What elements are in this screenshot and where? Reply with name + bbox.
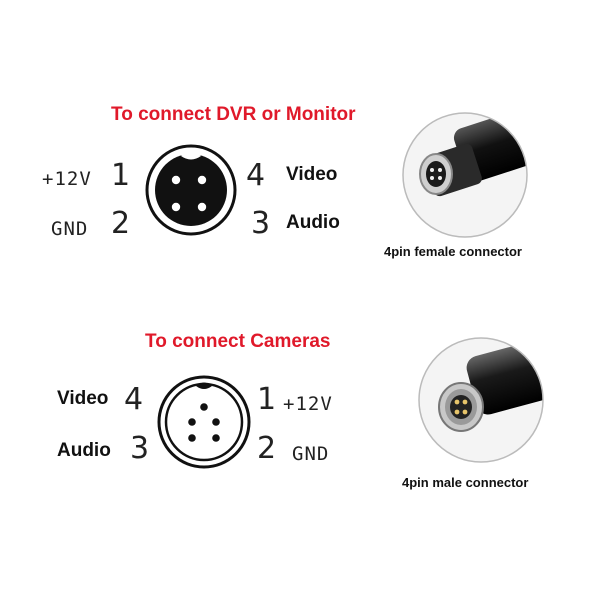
male-pin-bottom-left <box>188 434 196 442</box>
male-connector-caption: 4pin male connector <box>402 475 529 490</box>
top-pin2-label: GND <box>51 218 89 240</box>
top-pin4-number: 4 <box>246 158 266 193</box>
top-pin3-label: Audio <box>286 212 340 233</box>
male-connector-photo-icon <box>418 337 544 463</box>
male-key-tab <box>196 382 212 389</box>
top-pin1-label: +12V <box>42 168 92 190</box>
male-pin-left <box>188 418 196 426</box>
male-pin-right <box>212 418 220 426</box>
female-connector-photo-icon <box>402 112 528 238</box>
top-section-title: To connect DVR or Monitor <box>111 104 356 125</box>
top-pin4-label: Video <box>286 164 338 185</box>
male-pin-top <box>200 403 208 411</box>
bottom-pin1-number: 1 <box>257 382 277 417</box>
male-outer-ring <box>157 375 251 469</box>
top-pin2-number: 2 <box>111 206 131 241</box>
bottom-pin3-label: Audio <box>57 440 111 461</box>
bottom-pin4-number: 4 <box>124 382 144 417</box>
top-pin3-number: 3 <box>251 206 271 241</box>
female-pin-hole-3 <box>197 202 207 212</box>
bottom-pin4-label: Video <box>57 388 109 409</box>
bottom-pin1-label: +12V <box>283 393 333 415</box>
top-pin1-number: 1 <box>111 158 131 193</box>
bottom-section-title: To connect Cameras <box>145 331 331 352</box>
bottom-pin2-number: 2 <box>257 431 277 466</box>
bottom-pin3-number: 3 <box>130 431 150 466</box>
male-inner-ring <box>164 382 244 462</box>
female-connector-caption: 4pin female connector <box>384 244 522 259</box>
female-pin-hole-4 <box>197 175 207 185</box>
male-pin-bottom-right <box>212 434 220 442</box>
female-pin-hole-2 <box>171 202 181 212</box>
bottom-pin2-label: GND <box>292 443 330 465</box>
female-pin-hole-1 <box>171 175 181 185</box>
female-outer-ring <box>145 144 237 236</box>
female-key-notch <box>181 151 201 160</box>
